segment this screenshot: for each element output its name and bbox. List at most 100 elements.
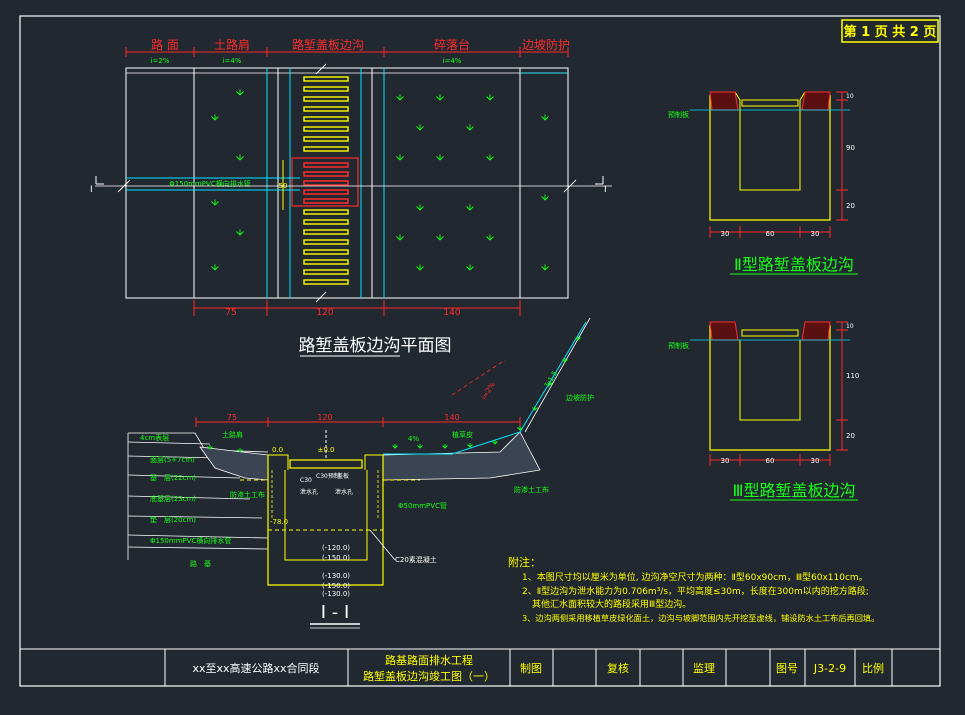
plan-title: 路堑盖板边沟平面图 — [299, 336, 452, 356]
plan-dim-140: 140 — [443, 308, 460, 318]
grass-marker — [236, 154, 244, 161]
plan-drain-plate-bars — [303, 162, 349, 204]
type2-dim-r1: 10 — [846, 93, 854, 100]
plan-zone-platform: 碎落台 — [434, 37, 470, 52]
grass-marker — [211, 199, 219, 206]
page-label: 第 1 页 共 2 页 — [844, 24, 937, 40]
grass-marker — [237, 448, 243, 453]
label-geotextile-left: 防渗土工布 — [230, 490, 265, 499]
tb-drawing-no-label: 图号 — [776, 662, 798, 675]
grass-marker — [236, 229, 244, 236]
section-dim-75: 75 — [227, 413, 237, 422]
plan-section-mark-right: I — [604, 185, 607, 195]
tb-designer: 制图 — [520, 662, 542, 675]
grass-marker — [541, 114, 549, 121]
elev-120a: (-120.0) — [322, 544, 350, 552]
grass-marker — [211, 114, 219, 121]
plan-slope-1: i=2% — [151, 57, 170, 65]
grass-marker — [532, 406, 538, 411]
tb-supervisor: 监理 — [693, 662, 715, 675]
elev-78: -78.0 — [270, 518, 288, 526]
plan-grass-markers — [211, 89, 549, 271]
cover-plate-bar — [303, 146, 349, 152]
cover-plate-bar — [303, 76, 349, 82]
type2-dim-r2: 90 — [846, 144, 855, 152]
type3-dim-b3: 30 — [811, 457, 820, 465]
tb-project: xx至xx高速公路xx合同段 — [192, 661, 319, 675]
grass-marker — [541, 264, 549, 271]
type3-title: Ⅲ型路堑盖板边沟 — [732, 481, 855, 500]
cross-section: 75 120 140 i=2% 1:1.5 边坡防护 — [127, 317, 594, 629]
tb-scale-label: 比例 — [862, 661, 884, 675]
plan-zone-slope: 边坡防护 — [522, 37, 570, 52]
cover-plate-bar — [303, 269, 349, 275]
label-weephole-2: 泄水孔 — [335, 488, 353, 496]
grass-marker — [466, 204, 474, 211]
plan-zone-ditch: 路堑盖板边沟 — [292, 37, 364, 52]
layer-subbase: 底基层(23cm) — [150, 494, 196, 503]
section-dim-140: 140 — [444, 413, 459, 422]
tb-drawing-line2: 路堑盖板边沟竣工图（一） — [363, 669, 495, 683]
page-label-box — [841, 19, 939, 43]
elev-150a: (-150.0) — [322, 554, 350, 562]
tb-drawing-no: J3-2-9 — [813, 662, 846, 675]
layer-cushion: 垫 层(20cm) — [150, 515, 196, 524]
plan-dim-75: 75 — [225, 308, 236, 318]
grass-marker — [436, 94, 444, 101]
grass-marker — [486, 234, 494, 241]
plan-slope-2: i=4% — [223, 57, 242, 65]
section-slope-ratio: 1:1.5 — [543, 370, 559, 389]
grass-marker — [396, 234, 404, 241]
label-grass: 植草皮 — [452, 430, 473, 439]
cover-plate-bar — [303, 239, 349, 245]
type3-ditch: 预制板 30 60 30 10 110 20 Ⅲ型路堑盖板边沟 — [668, 321, 859, 501]
grass-marker — [236, 89, 244, 96]
section-title: I - I — [321, 602, 350, 623]
notes: 附注： 1、本图尺寸均以厘米为单位, 边沟净空尺寸为两种：Ⅱ型60x90cm，Ⅲ… — [508, 555, 879, 623]
type2-dim-b1: 30 — [721, 230, 730, 238]
plan-pipe-label: Φ150mmPVC横向排水管 — [169, 179, 250, 188]
layer-surface: 4cm表层 — [140, 433, 169, 442]
plan-section-mark-left: I — [90, 185, 93, 195]
label-weephole-1: 泄水孔 — [300, 488, 318, 496]
label-pvc50: Φ50mmPVC管 — [398, 501, 447, 510]
cover-plate-bar — [303, 126, 349, 132]
ditch-inner — [284, 470, 368, 561]
section-grass-markers — [207, 336, 581, 453]
cover-plate-bars — [303, 76, 349, 285]
section-slope-ratio-left: i=2% — [480, 380, 497, 401]
cover-plate-bar — [303, 219, 349, 225]
elev-130a: (-130.0) — [322, 572, 350, 580]
section-slope-protect: 边坡防护 — [566, 393, 594, 402]
type2-title: Ⅱ型路堑盖板边沟 — [734, 255, 854, 274]
grass-marker — [392, 444, 398, 449]
cover-plate-bar — [303, 279, 349, 285]
elev-130b: (-130.0) — [322, 590, 350, 598]
layer-base: 基 层(22cm) — [150, 473, 196, 482]
plan-drain-plate-box — [291, 157, 359, 207]
section-dim-120: 120 — [317, 413, 332, 422]
plan-slope-3: i=4% — [443, 57, 462, 65]
grass-marker — [575, 336, 581, 341]
type2-ditch: 预制板 30 60 30 10 90 20 Ⅱ型路堑盖板边沟 — [668, 91, 858, 275]
cover-plate-bar — [303, 209, 349, 215]
grass-marker — [211, 264, 219, 271]
notes-line-1: 1、本图尺寸均以厘米为单位, 边沟净空尺寸为两种：Ⅱ型60x90cm，Ⅲ型60x… — [522, 571, 868, 583]
grass-marker — [417, 444, 423, 449]
grass-marker — [466, 264, 474, 271]
grass-marker — [436, 154, 444, 161]
slope-line — [383, 321, 587, 455]
type2-dim-r3: 20 — [846, 202, 855, 210]
type2-dim-b3: 30 — [811, 230, 820, 238]
type3-left-label: 预制板 — [668, 341, 689, 350]
grass-marker — [562, 358, 568, 363]
layer-subgrade: 路 基 — [190, 559, 211, 568]
grass-marker — [517, 426, 523, 431]
shoulder-fill — [199, 446, 269, 481]
cover-plate-bar — [303, 249, 349, 255]
label-c30-precast: C30预制 — [316, 472, 340, 480]
grass-marker — [547, 381, 553, 386]
elev-0: 0.0 — [272, 446, 283, 454]
label-cover: 盖板 — [337, 472, 349, 480]
